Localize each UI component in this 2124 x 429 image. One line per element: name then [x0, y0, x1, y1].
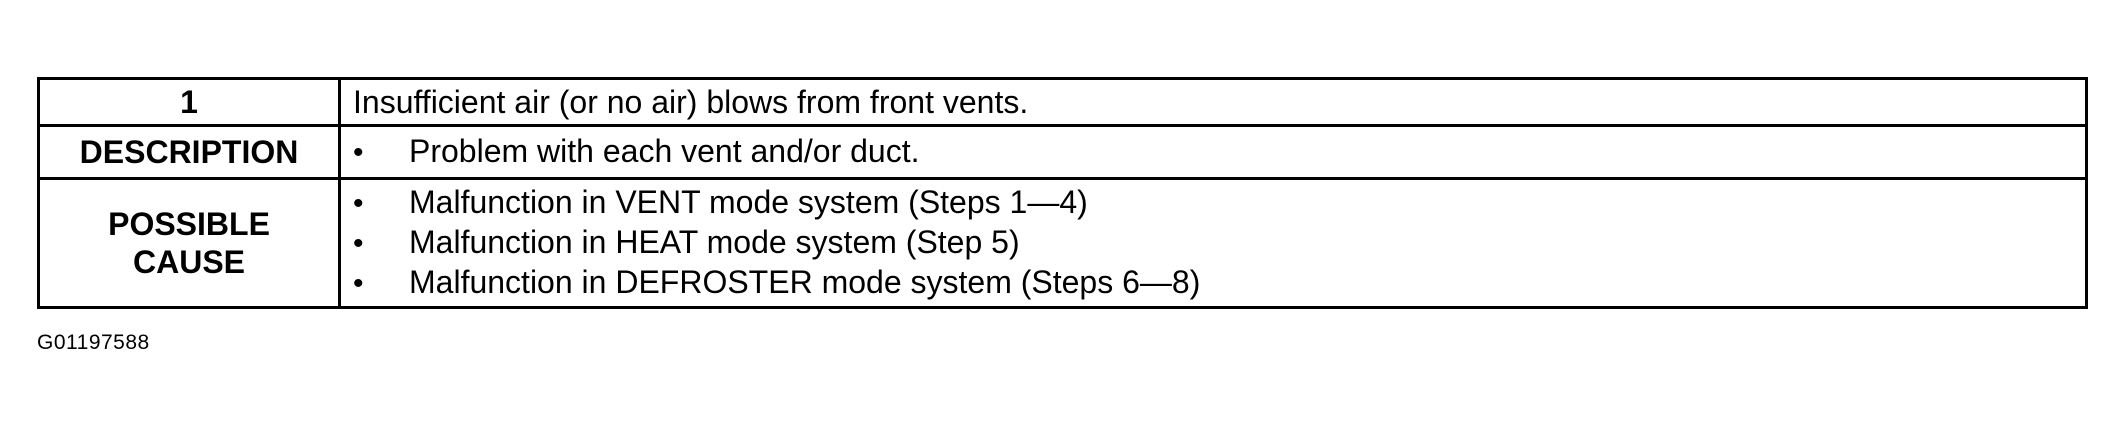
possible-cause-list: • Malfunction in VENT mode system (Steps…: [353, 183, 2073, 303]
figure-code: G01197588: [37, 331, 150, 354]
table-row-description: DESCRIPTION • Problem with each vent and…: [37, 124, 2088, 180]
possible-cause-cell: • Malfunction in VENT mode system (Steps…: [338, 177, 2088, 309]
bullet-icon: •: [353, 136, 364, 169]
symptom-text: Insufficient air (or no air) blows from …: [338, 77, 2088, 127]
bullet-icon: •: [353, 227, 364, 260]
possible-cause-label-line2: CAUSE: [132, 244, 245, 280]
list-item: • Malfunction in DEFROSTER mode system (…: [353, 263, 2073, 303]
description-cell: • Problem with each vent and/or duct.: [338, 124, 2088, 180]
list-item: • Problem with each vent and/or duct.: [353, 132, 2073, 172]
bullet-icon: •: [353, 187, 364, 220]
table-row-possible-cause: POSSIBLE CAUSE • Malfunction in VENT mod…: [37, 177, 2088, 309]
possible-cause-label: POSSIBLE CAUSE: [37, 177, 341, 309]
step-number: 1: [37, 77, 341, 127]
description-label: DESCRIPTION: [37, 124, 341, 180]
list-item: • Malfunction in HEAT mode system (Step …: [353, 223, 2073, 263]
cause-item-text: Malfunction in DEFROSTER mode system (St…: [409, 264, 1201, 300]
possible-cause-label-line1: POSSIBLE: [108, 206, 270, 242]
bullet-icon: •: [353, 267, 364, 300]
table-row-symptom: 1 Insufficient air (or no air) blows fro…: [37, 77, 2088, 127]
description-list: • Problem with each vent and/or duct.: [353, 132, 2073, 172]
cause-item-text: Malfunction in HEAT mode system (Step 5): [409, 224, 1020, 260]
list-item: • Malfunction in VENT mode system (Steps…: [353, 183, 2073, 223]
diagnosis-table: 1 Insufficient air (or no air) blows fro…: [37, 77, 2088, 309]
description-item-text: Problem with each vent and/or duct.: [409, 133, 920, 169]
cause-item-text: Malfunction in VENT mode system (Steps 1…: [409, 184, 1088, 220]
